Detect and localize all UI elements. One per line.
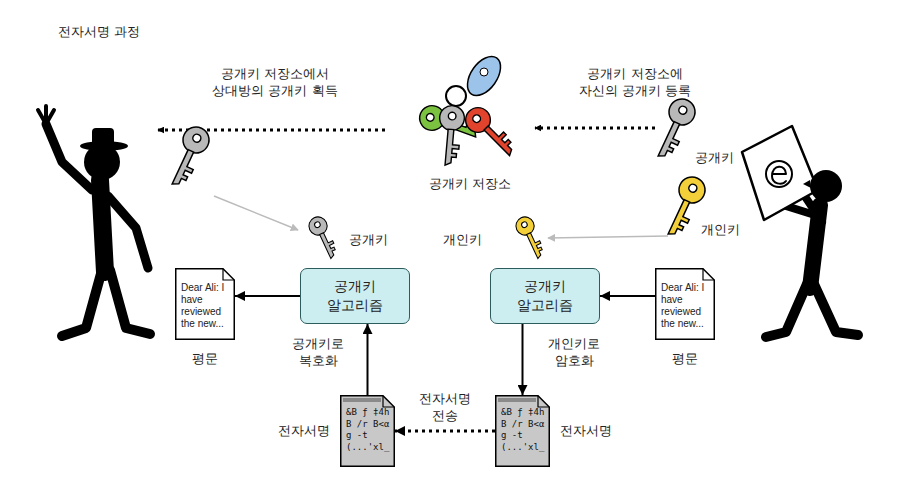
document-caption: 평문 xyxy=(192,350,218,368)
annotation-label: 공개키로 복호화 xyxy=(286,336,350,370)
algorithm-box: 공개키 알고리즘 xyxy=(300,268,410,324)
annotation-label: 개인키로 암호화 xyxy=(542,336,606,370)
document-outline xyxy=(341,396,395,467)
document-text: Dear Ali: I have reviewed the new... xyxy=(175,268,235,334)
person-right xyxy=(742,126,858,337)
document-text: &B ƒ ‡4hB /r B<α g -t (...'xl_ xyxy=(340,395,395,458)
document-fold xyxy=(223,269,234,280)
signature-document: &B ƒ ‡4hB /r B<α g -t (...'xl_전자서명 xyxy=(495,395,550,467)
signature-document: &B ƒ ‡4hB /r B<α g -t (...'xl_전자서명 xyxy=(340,395,395,467)
document-fold xyxy=(538,396,549,407)
dotted-arrow xyxy=(535,127,655,130)
annotation-label: 공개키 저장소에 자신의 공개키 등록 xyxy=(570,66,700,100)
document-fold xyxy=(383,396,394,407)
private-key-icon xyxy=(513,214,548,262)
plaintext-document: Dear Ali: I have reviewed the new...평문 xyxy=(175,268,235,340)
box-label: 공개키 알고리즘 xyxy=(506,277,584,315)
document-caption: 전자서명 xyxy=(278,422,330,440)
document-band xyxy=(498,398,536,402)
public-key-icon xyxy=(306,214,341,262)
plaintext-document: Dear Ali: I have reviewed the new...평문 xyxy=(655,268,715,340)
connector-arrow xyxy=(235,295,300,297)
key-repository xyxy=(416,51,520,167)
diagram-title: 전자서명 과정 xyxy=(58,24,140,41)
annotation-label: 개인키 xyxy=(443,232,482,249)
annotation-label: 공개키 저장소에서 상대방의 공개키 획득 xyxy=(200,66,350,100)
public-key-icon xyxy=(649,95,699,163)
leader-arrow xyxy=(548,236,668,238)
document-band xyxy=(343,398,381,402)
document-fold xyxy=(703,269,714,280)
public-key-icon xyxy=(163,123,213,191)
connector-arrow xyxy=(367,324,369,395)
document-outline xyxy=(656,269,715,340)
document-caption: 전자서명 xyxy=(560,422,612,440)
annotation-label: 개인키 xyxy=(701,222,740,239)
edge-label: 전자서명 전송 xyxy=(411,391,479,425)
document-caption: 평문 xyxy=(672,350,698,368)
document-text: Dear Ali: I have reviewed the new... xyxy=(655,268,715,334)
document-outline xyxy=(176,269,235,340)
annotation-label: 공개키 xyxy=(349,232,388,249)
dotted-connector xyxy=(395,430,495,433)
leader-arrow xyxy=(214,196,298,230)
box-label: 공개키 알고리즘 xyxy=(316,277,394,315)
annotation-label: 공개키 xyxy=(695,150,734,167)
connector-arrow xyxy=(600,295,655,297)
connector-arrow xyxy=(522,324,524,395)
person-left xyxy=(38,106,150,336)
annotation-label: 공개키 저장소 xyxy=(429,176,511,193)
document-outline xyxy=(496,396,550,467)
algorithm-box: 공개키 알고리즘 xyxy=(490,268,600,324)
document-text: &B ƒ ‡4hB /r B<α g -t (...'xl_ xyxy=(495,395,550,458)
